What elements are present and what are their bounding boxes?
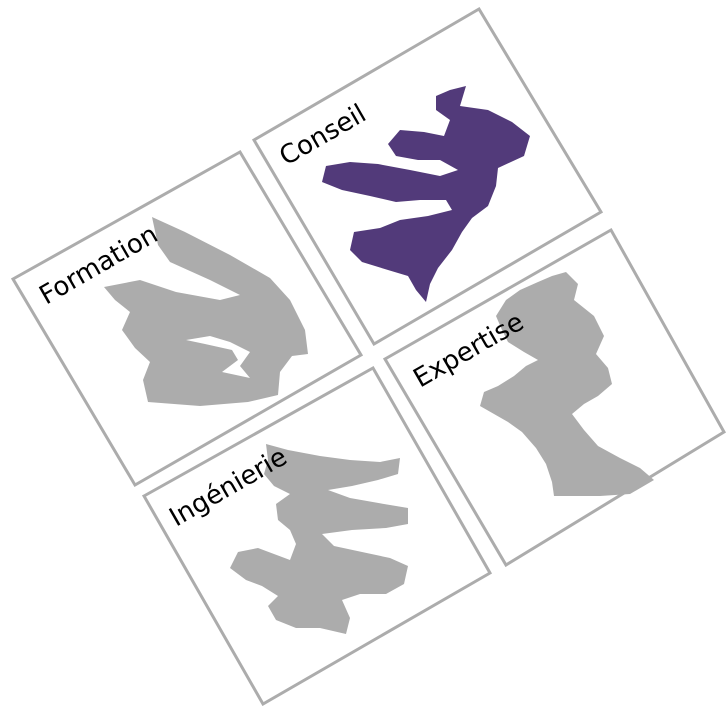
formation-brush-shape — [104, 217, 308, 406]
conseil-brush-shape — [322, 86, 530, 302]
ingenierie-brush-shape — [230, 444, 408, 634]
expertise-brush-shape — [480, 272, 654, 496]
tile-expertise[interactable]: Expertise — [382, 227, 727, 568]
tile-formation[interactable]: Formation — [10, 149, 364, 488]
tile-ingenierie[interactable]: Ingénierie — [141, 365, 493, 706]
tile-conseil[interactable]: Conseil — [251, 6, 604, 347]
